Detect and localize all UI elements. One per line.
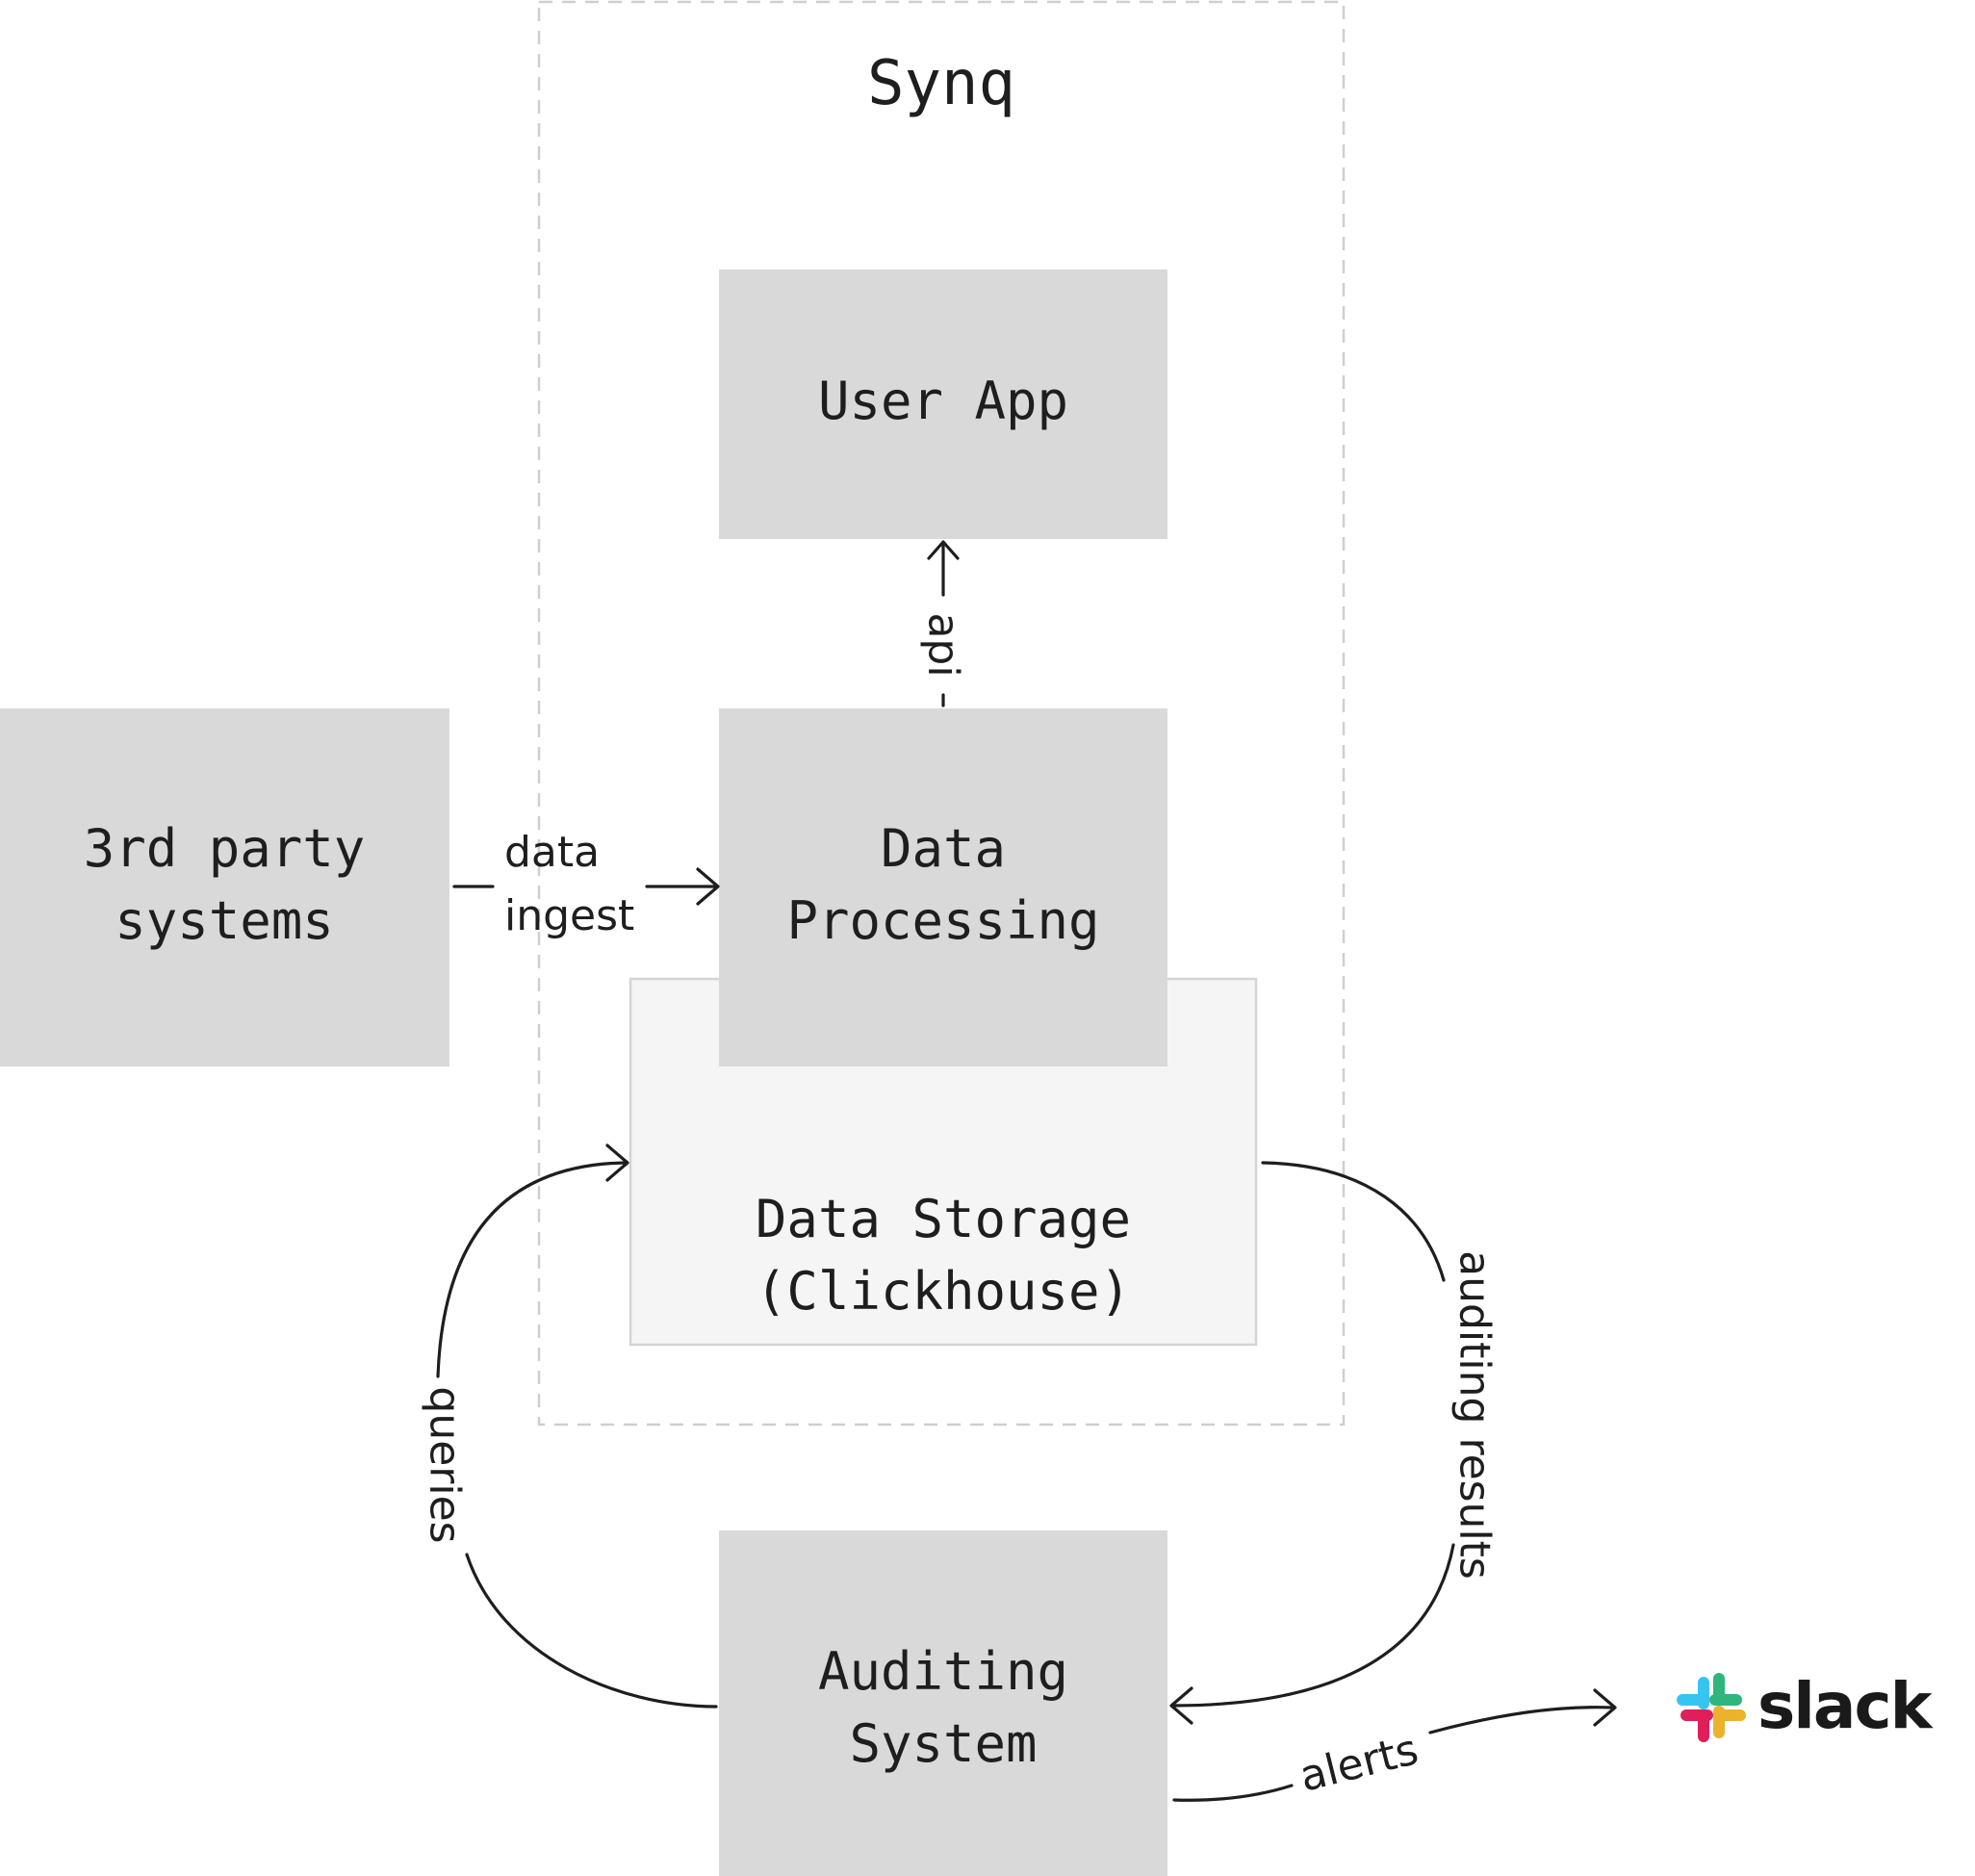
slack-hash-icon (1677, 1673, 1746, 1742)
auditing-label-line1: Auditing (818, 1641, 1068, 1702)
slack-logo-text: slack (1757, 1669, 1935, 1743)
synq-group-boundary (537, 0, 1346, 1426)
slack-logo: slack (1677, 1669, 1937, 1743)
auditing-results-edge: auditing results (1169, 1161, 1500, 1725)
third-party-label-line1: 3rd party (84, 818, 366, 879)
auditing-system-node[interactable] (719, 1530, 1167, 1876)
data-storage-label-line1: Data Storage (756, 1189, 1131, 1249)
third-party-systems-node[interactable] (0, 708, 449, 1066)
auditing-label-line2: System (849, 1713, 1037, 1774)
third-party-label-line2: systems (115, 890, 334, 951)
data-ingest-edge: data ingest (452, 828, 720, 940)
api-edge: api (919, 540, 968, 707)
data-storage-label-line2: (Clickhouse) (756, 1261, 1131, 1322)
user-app-label: User App (818, 371, 1068, 431)
data-processing-label-line1: Data (881, 818, 1006, 879)
data-processing-node[interactable] (719, 708, 1167, 1066)
user-app-node[interactable] (719, 270, 1167, 539)
alerts-edge: alerts (1172, 1688, 1617, 1802)
data-ingest-label-line2: ingest (504, 891, 634, 940)
api-edge-label: api (919, 612, 968, 677)
data-ingest-label-line1: data (504, 828, 600, 877)
auditing-results-edge-label: auditing results (1450, 1250, 1500, 1580)
alerts-edge-label: alerts (1295, 1725, 1423, 1802)
queries-edge: queries (421, 1144, 718, 1709)
synq-group-title: Synq (867, 48, 1015, 119)
data-processing-label-line2: Processing (786, 890, 1099, 951)
queries-edge-label: queries (421, 1386, 470, 1543)
